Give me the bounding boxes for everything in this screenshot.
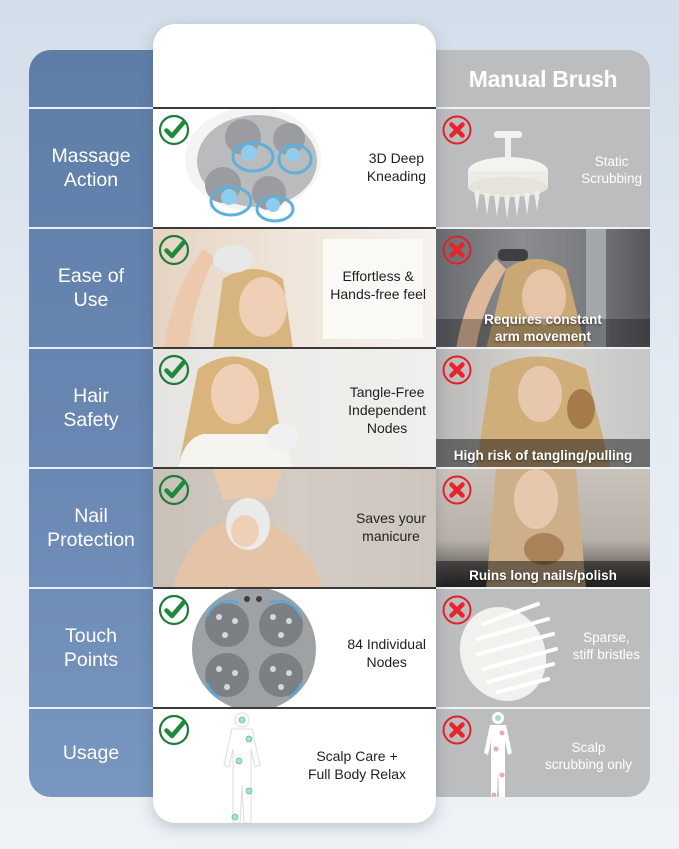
manual-cell-touch-points: Sparse, stiff bristles [436,587,650,707]
feature-label-line: Touch [64,625,118,647]
feature-cell-nail-protection: Nail Protection [29,467,153,587]
brush-bristles-image [459,602,558,701]
product-cell-hair-safety: Tangle-Free Independent Nodes [153,347,436,467]
woman-tangled-hair-image [436,356,650,467]
product-description: Saves your manicure [355,510,426,544]
feature-label-line: Use [73,289,109,311]
product-description: Effortless & Hands-free feel [330,268,426,302]
product-cell-touch-points: 84 Individual Nodes [153,587,436,707]
product-cell-massage-action: 3D Deep Kneading [153,107,436,227]
manual-description: Requires constant arm movement [484,312,602,344]
massager-head-rotating-nodes-image [185,109,321,223]
column-title: Manual Brush [468,66,618,92]
body-outline-pink-points-image [484,712,512,797]
manual-description: Scalp scrubbing only [544,740,632,772]
product-description: 3D Deep Kneading [366,150,426,184]
manual-brush-header: Manual Brush [436,50,650,107]
feature-label-line: Action [63,169,119,191]
feature-label-line: Safety [63,409,119,431]
massager-underside-nodes-image [192,589,316,707]
product-cell-usage: Scalp Care + Full Body Relax [153,707,436,823]
feature-header-cell [29,50,153,107]
manual-cell-hair-safety: High risk of tangling/pulling [436,347,650,467]
feature-label-line: Hair [73,385,109,407]
x-icon [442,115,472,145]
x-icon [442,475,472,505]
product-cell-ease-of-use: Effortless & Hands-free feel [153,227,436,347]
woman-holding-massager-image [173,469,323,587]
smiling-woman-long-hair-image [178,356,299,467]
manual-description: Static Scrubbing [581,154,642,186]
feature-label-line: Nail [74,505,108,527]
manual-cell-ease-of-use: Requires constant arm movement [436,227,650,347]
woman-using-massager-image [163,239,423,347]
feature-label-line: Points [63,649,119,671]
feature-label-line: Massage [51,145,131,167]
feature-label-line: Protection [47,529,135,551]
product-header-cell [153,24,436,107]
check-icon [158,354,190,386]
manual-description: High risk of tangling/pulling [453,448,633,463]
feature-cell-hair-safety: Hair Safety [29,347,153,467]
product-description: Scalp Care + Full Body Relax [307,748,406,782]
feature-column: Massage Action Ease of Use Hair Safety N… [29,50,153,797]
x-icon [442,715,472,745]
manual-cell-massage-action: Static Scrubbing [436,107,650,227]
check-icon [158,594,190,626]
manual-scalp-brush-image [468,131,548,219]
feature-cell-ease-of-use: Ease of Use [29,227,153,347]
check-icon [158,714,190,746]
woman-scrubbing-with-brush-image [436,229,650,347]
feature-label-line: Ease of [57,265,125,287]
woman-with-brush-nails-image [436,469,650,587]
product-column-card: 3D Deep Kneading Effortless & Hands-free… [153,24,436,823]
manual-cell-nail-protection: Ruins long nails/polish [436,467,650,587]
product-description: Tangle-Free Independent Nodes [348,384,426,436]
check-icon [158,474,190,506]
x-icon [442,595,472,625]
product-cell-nail-protection: Saves your manicure [153,467,436,587]
manual-cell-usage: Scalp scrubbing only [436,707,650,797]
feature-cell-massage-action: Massage Action [29,107,153,227]
feature-label-line: Usage [62,742,120,764]
check-icon [158,234,190,266]
manual-brush-column: Manual Brush Stat [436,50,650,797]
feature-cell-usage: Usage [29,707,153,797]
x-icon [442,235,472,265]
manual-description: Sparse, stiff bristles [572,630,640,662]
x-icon [442,355,472,385]
body-outline-teal-points-image [223,712,261,823]
feature-cell-touch-points: Touch Points [29,587,153,707]
check-icon [158,114,190,146]
product-description: 84 Individual Nodes [347,636,426,670]
manual-description: Ruins long nails/polish [469,568,617,583]
